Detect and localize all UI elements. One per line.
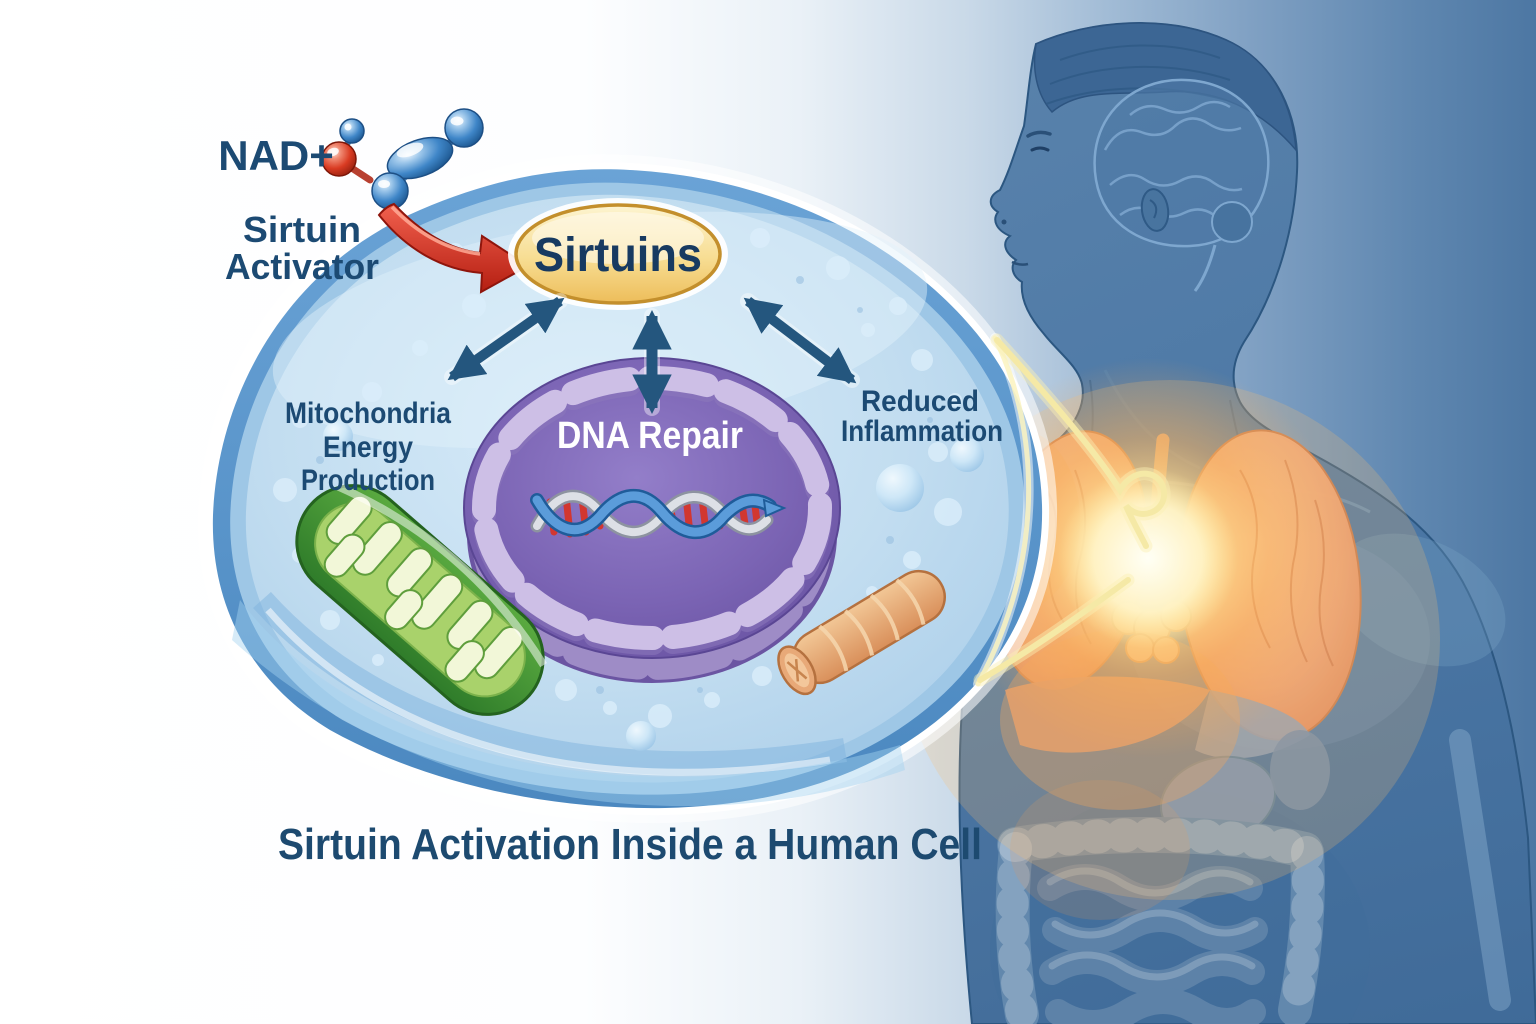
- intestine-highlights: [1046, 867, 1259, 981]
- eye: [1030, 146, 1050, 152]
- bubble: [323, 421, 353, 451]
- magnification-beams: [973, 333, 1171, 689]
- membrane-fold-band: [253, 591, 847, 776]
- molecule-blue-atom-right: [444, 108, 484, 148]
- brain: [1093, 78, 1270, 292]
- bubble: [876, 464, 924, 512]
- mitochondria-label-line3: Production: [301, 464, 435, 497]
- shoulder-sheen: [1334, 533, 1506, 667]
- mitochondrion-highlight: [336, 482, 548, 668]
- beam-top: [994, 337, 1168, 549]
- small-intestine: [1037, 864, 1268, 1024]
- mitochondrion-cristae: [323, 494, 524, 683]
- spleen: [1270, 730, 1330, 810]
- labels: NAD+ Sirtuin Activator Mitochondria Ener…: [218, 132, 1003, 869]
- sirtuins-node: Sirtuins: [508, 198, 728, 310]
- activator-label-line1: Sirtuin: [243, 209, 361, 250]
- dna-tip: [762, 498, 787, 518]
- nad-label: NAD+: [218, 132, 334, 179]
- mitochondrion: [295, 482, 548, 716]
- sirtuins-label: Sirtuins: [534, 229, 702, 282]
- inflammation-label-line2: Inflammation: [841, 415, 1003, 448]
- glossy-droplets: [323, 421, 984, 751]
- dna-repair-label: DNA Repair: [557, 415, 743, 457]
- mitochondria-label-line1: Mitochondria: [285, 397, 451, 430]
- membrane-fold-fill: [232, 600, 905, 807]
- colon: [995, 816, 1325, 1024]
- cerebellum: [1211, 201, 1253, 243]
- beam-bottom: [977, 577, 1131, 683]
- mitochondria-label-line2: Energy: [323, 431, 413, 464]
- nad-molecule: [321, 108, 484, 210]
- nostril: [1001, 219, 1007, 225]
- colon-haustra: [996, 817, 1324, 1024]
- membrane-fold-highlight: [265, 607, 831, 776]
- dna-double-helix: [530, 489, 787, 539]
- bubble: [950, 438, 984, 472]
- dna-strand-blue: [532, 491, 775, 537]
- diagram-title: Sirtuin Activation Inside a Human Cell: [278, 820, 982, 869]
- activator-label-line2: Activator: [225, 246, 379, 287]
- brain-stem: [1193, 244, 1217, 292]
- rod-organelle: [777, 569, 946, 696]
- cell-rim-light: [975, 335, 1032, 687]
- arrow-to-mitochondria: [447, 296, 565, 382]
- ear: [1140, 188, 1170, 232]
- activation-arrow: [377, 202, 530, 294]
- inflammation-label-line1: Reduced: [861, 385, 979, 418]
- warm-tint-lower: [1010, 780, 1190, 920]
- arm-bone: [1449, 729, 1511, 1011]
- pathway-arrows: [447, 296, 857, 414]
- bubble: [626, 721, 656, 751]
- organelle-ridges: [818, 578, 926, 672]
- eyebrow: [1026, 130, 1052, 138]
- molecule-blue-atom-small: [339, 118, 365, 144]
- lip-line: [1011, 260, 1029, 266]
- molecule-blue-atom-bottom: [371, 172, 409, 210]
- sirtuins-oval-highlight: [532, 212, 704, 264]
- ear-fold: [1149, 199, 1158, 219]
- arrow-to-inflammation: [743, 297, 857, 384]
- organelle-endcap-cross: [786, 659, 808, 682]
- cell-nucleus: [463, 357, 841, 683]
